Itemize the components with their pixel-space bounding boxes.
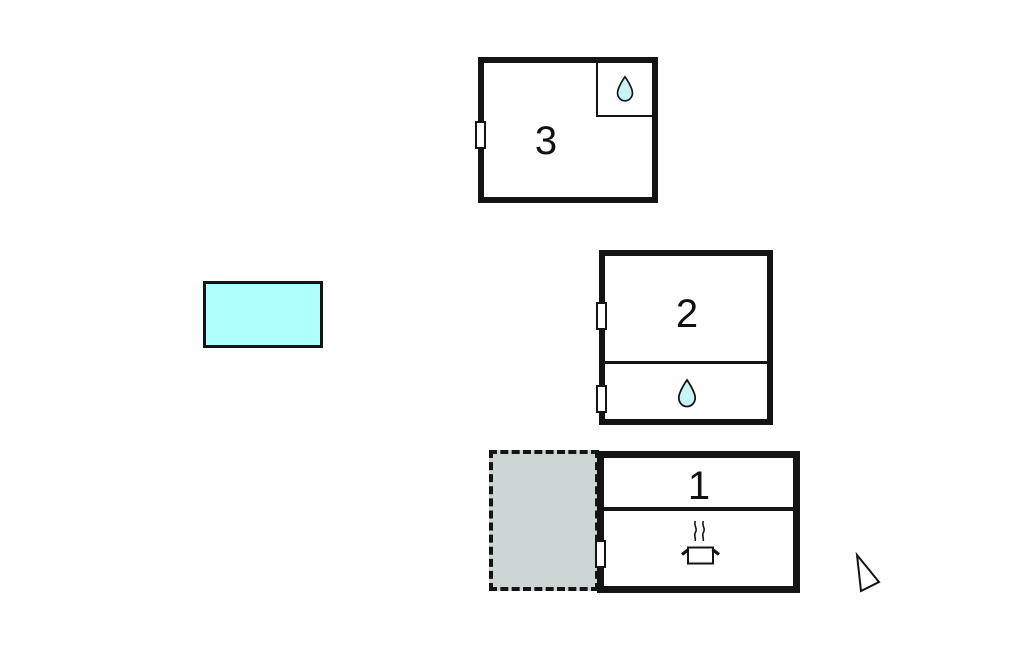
room-number-3: 3 xyxy=(534,119,558,163)
door-marker xyxy=(595,540,606,568)
room-number-1: 1 xyxy=(687,464,711,508)
bathroom-corner xyxy=(596,63,652,117)
north-arrow-icon xyxy=(855,551,881,593)
door-marker xyxy=(475,121,486,149)
cooking-pot-icon xyxy=(681,520,720,565)
room-number-2: 2 xyxy=(675,292,699,336)
room-unit-2: 2 xyxy=(596,250,773,425)
interior-wall xyxy=(604,507,793,511)
room-unit-3: 3 xyxy=(475,57,658,203)
bathroom-band xyxy=(676,378,698,414)
terrace xyxy=(489,450,599,591)
water-drop-icon xyxy=(677,378,697,408)
room-unit-1: 1 xyxy=(595,451,800,593)
kitchen-band xyxy=(680,518,722,571)
water-drop-icon xyxy=(616,75,634,102)
interior-wall xyxy=(605,361,767,364)
pool xyxy=(203,281,323,348)
door-marker xyxy=(596,385,607,413)
door-marker xyxy=(596,302,607,330)
